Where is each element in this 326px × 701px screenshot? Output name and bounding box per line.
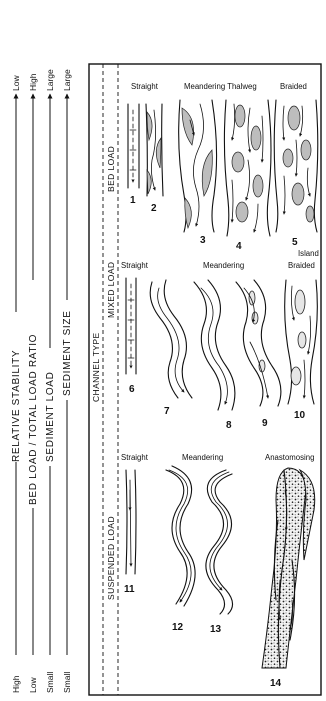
channel-sketch-11 [126,470,136,574]
channel-sketch-9 [236,280,281,406]
channel-sketch-2 [146,104,163,196]
axis-label-sediment-size: SEDIMENT SIZE [62,310,73,396]
channel-sketch-6 [126,278,136,374]
axis-sediment-load: SEDIMENT LOAD Large Small [44,69,56,693]
channel-number-5: 5 [292,237,298,248]
header-susp-meandering: Meandering [182,453,223,462]
header-bed-braided: Braided [280,82,307,91]
channel-number-4: 4 [236,241,242,252]
axis-bottom-sediment-load: Small [45,672,55,693]
channel-number-6: 6 [129,384,135,395]
channel-sketch-5 [274,100,318,232]
channel-sketch-7 [150,280,192,398]
axis-bed-load-ratio: BED LOAD / TOTAL LOAD RATIO High Low [27,73,39,693]
header-susp-anastomosing: Anastomosing [265,453,314,462]
channel-number-13: 13 [210,624,222,635]
header-mixed-braided: Braided [288,261,315,270]
header-susp-straight: Straight [121,453,149,462]
channel-sketch-4 [224,100,271,236]
channel-number-2: 2 [151,203,157,214]
axis-bottom-bed-load-ratio: Low [28,677,38,693]
channel-number-11: 11 [124,584,135,595]
channel-number-3: 3 [200,235,206,246]
header-bed-meandering-thalweg: Meandering Thalweg [184,82,257,91]
section-bed-load: BED LOAD [106,146,116,192]
channel-sketch-8 [194,280,235,410]
header-mixed-straight: Straight [121,261,149,270]
header-bed-straight: Straight [131,82,159,91]
axis-sediment-size: SEDIMENT SIZE Large Small [61,69,73,693]
channel-number-10: 10 [294,410,306,421]
axis-label-bed-load-ratio: BED LOAD / TOTAL LOAD RATIO [28,334,39,505]
axis-top-bed-load-ratio: High [28,73,38,91]
channel-sketch-3 [179,100,217,232]
axis-relative-stability: RELATIVE STABILITY Low High [10,75,22,693]
section-mixed-load: MIXED LOAD [106,262,116,318]
channel-sketch-13 [206,470,233,614]
channel-sketch-10 [285,280,318,404]
section-suspended-load: SUSPENDED LOAD [106,516,116,600]
channel-number-12: 12 [172,622,184,633]
axis-label-relative-stability: RELATIVE STABILITY [11,350,22,462]
axis-bottom-sediment-size: Small [62,672,72,693]
channel-sketch-12 [166,466,195,606]
channel-number-7: 7 [164,406,170,417]
channel-type-label: CHANNEL TYPE [91,332,101,402]
channel-number-1: 1 [130,195,136,206]
axis-label-sediment-load: SEDIMENT LOAD [45,371,56,462]
channel-number-9: 9 [262,418,268,429]
header-mixed-meandering: Meandering [203,261,244,270]
axis-top-relative-stability: Low [11,75,21,91]
channel-sketch-1 [128,104,139,188]
channel-number-8: 8 [226,420,232,431]
header-mixed-island: Island [298,249,319,258]
axis-top-sediment-load: Large [45,69,55,91]
axis-top-sediment-size: Large [62,69,72,91]
channel-number-14: 14 [270,678,282,689]
axis-bottom-relative-stability: High [11,675,21,693]
channel-sketch-14 [262,468,315,668]
